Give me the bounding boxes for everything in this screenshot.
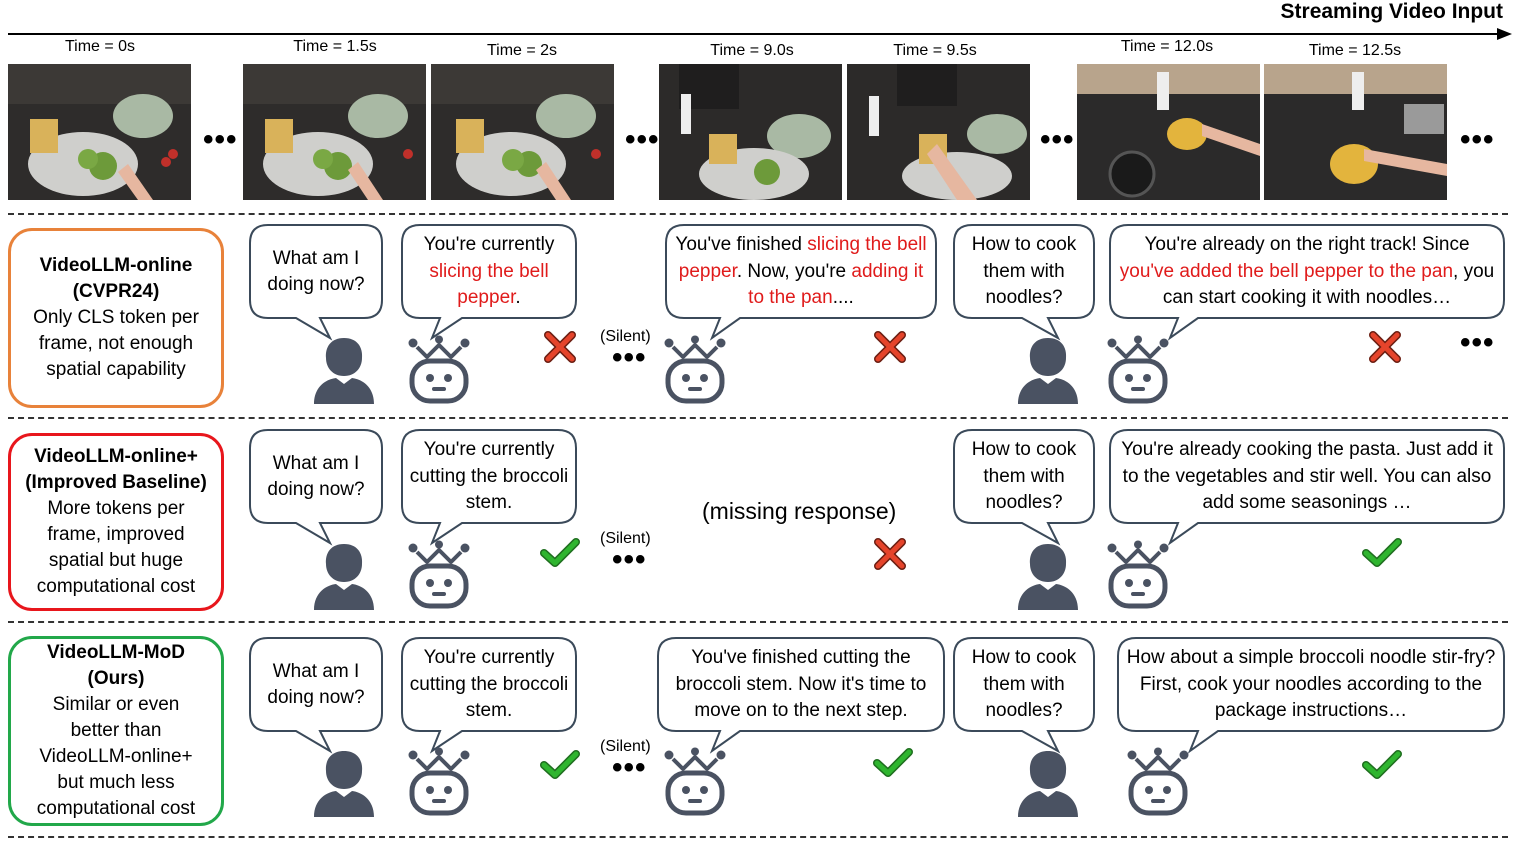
robot-icon [1106,540,1170,610]
assistant-answer-bubble: You've finished cutting the broccoli ste… [675,647,927,722]
user-icon [309,334,379,404]
video-frame-1 [243,64,426,200]
video-frame-4 [847,64,1030,200]
answer-text: You're already on the right track! Since [1144,234,1470,255]
answer-text-highlight: slicing the bell pepper [429,260,549,309]
answer-text: You've finished [675,234,808,255]
time-label-6: Time = 12.5s [1308,42,1402,59]
row-divider [8,621,1508,623]
cross-icon [543,330,577,364]
user-icon [1013,747,1083,817]
method-box-videollm-mod: VideoLLM-MoD (Ours) Similar or even bett… [8,636,224,826]
robot-icon [1126,747,1190,817]
method-title: VideoLLM-online [39,255,193,276]
row-divider [8,213,1508,215]
method-box-videollm-online: VideoLLM-online (CVPR24) Only CLS token … [8,228,224,408]
method-subtitle: (Improved Baseline) [25,472,207,493]
robot-icon [407,540,471,610]
method-title: VideoLLM-MoD [47,642,185,663]
row-divider [8,417,1508,419]
method-box-videollm-online-plus: VideoLLM-online+ (Improved Baseline) Mor… [8,433,224,611]
answer-text-highlight: adding it to the pan [748,260,924,309]
time-label-1: Time = 1.5s [293,38,377,55]
user-icon [1013,540,1083,610]
user-question-bubble: How to cook them with noodles? [971,439,1077,514]
time-label-5: Time = 12.0s [1120,38,1214,55]
ellipsis: ••• [1040,123,1075,156]
video-frame-0 [8,64,191,200]
method-subtitle: (Ours) [87,668,145,689]
robot-icon [663,747,727,817]
missing-response-label: (missing response) [702,498,897,524]
ellipsis: ••• [612,543,647,576]
user-question-bubble: What am I doing now? [267,452,365,501]
check-icon [873,748,913,778]
assistant-answer-bubble: How about a simple broccoli noodle stir-… [1126,647,1496,722]
cross-icon [873,330,907,364]
assistant-answer-bubble: You're already cooking the pasta. Just a… [1121,439,1493,514]
method-title: VideoLLM-online+ [34,446,198,467]
robot-icon [1106,335,1170,405]
method-description: Similar or even better than VideoLLM-onl… [36,694,196,819]
user-question-bubble: How to cook them with noodles? [971,647,1077,722]
ellipsis: ••• [203,123,238,156]
user-question-bubble: How to cook them with noodles? [971,234,1077,309]
answer-text: . [515,287,521,308]
method-description: Only CLS token per frame, not enough spa… [33,307,199,380]
silent-label: (Silent) [600,530,651,547]
answer-text: . Now, you're [736,260,852,282]
silent-label: (Silent) [600,328,651,345]
time-label-2: Time = 2s [486,42,558,59]
check-icon [540,750,580,780]
video-frame-5 [1077,64,1260,200]
assistant-answer-bubble: You're currently cutting the broccoli st… [409,439,569,514]
header-title: Streaming Video Input [1280,0,1503,23]
video-frame-3 [659,64,842,200]
method-description: More tokens per frame, improved spatial … [36,498,196,597]
assistant-answer-bubble: You're already on the right track! Since… [1116,232,1498,312]
ellipsis: ••• [625,123,660,156]
robot-icon [407,335,471,405]
timeline-arrow [8,28,1512,40]
video-frame-6 [1264,64,1447,200]
user-question-bubble: What am I doing now? [267,660,365,709]
user-icon [1013,334,1083,404]
assistant-answer-bubble: You've finished slicing the bell pepper.… [674,232,928,312]
robot-icon [663,335,727,405]
answer-text-highlight: you've added the bell pepper to the pan [1119,260,1454,282]
cross-icon [873,537,907,571]
time-label-4: Time = 9.5s [893,42,977,59]
ellipsis: ••• [1460,123,1495,156]
row-divider [8,836,1508,838]
ellipsis: ••• [1460,326,1495,359]
time-label-0: Time = 0s [64,38,136,55]
ellipsis: ••• [612,751,647,784]
user-icon [309,540,379,610]
assistant-answer-bubble: You're currently slicing the bell pepper… [408,232,570,312]
answer-text: , you can start cooking it with noodles… [1162,260,1495,309]
answer-text: .... [832,287,854,308]
user-icon [309,747,379,817]
check-icon [1362,750,1402,780]
check-icon [1362,538,1402,568]
method-subtitle: (CVPR24) [72,281,160,302]
silent-label: (Silent) [600,738,651,755]
answer-text: You're currently [423,234,555,255]
check-icon [540,538,580,568]
ellipsis: ••• [612,341,647,374]
cross-icon [1368,330,1402,364]
robot-icon [407,747,471,817]
video-frame-2 [431,64,614,200]
answer-text-highlight: slicing the bell pepper [678,234,927,282]
user-question-bubble: What am I doing now? [267,247,365,296]
time-label-3: Time = 9.0s [710,42,794,59]
assistant-answer-bubble: You're currently cutting the broccoli st… [409,647,569,722]
